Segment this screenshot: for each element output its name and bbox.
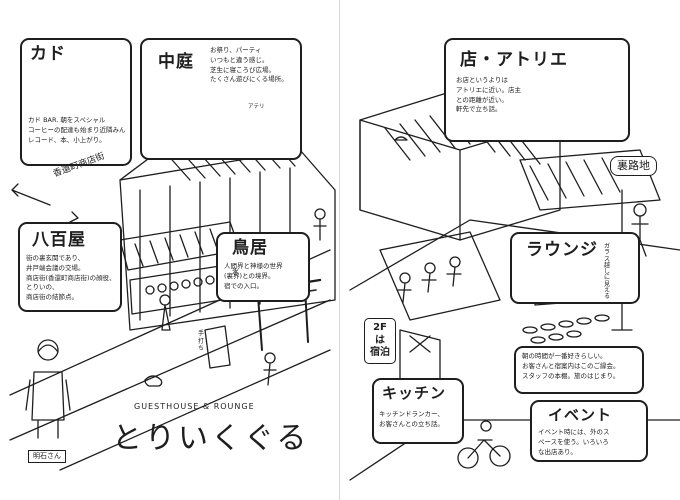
shop-banner-2: 氷 (232, 268, 239, 276)
lounge-box: ラウンジ (510, 232, 640, 304)
page-gutter (339, 0, 340, 500)
small-sign: アテリ (248, 104, 265, 110)
yaoya-box: 八百屋 街の裏玄関であり、 井戸端会議の交場。 商店街(香還町商店街)の顔役、 … (18, 222, 122, 312)
lounge-courtyard (379, 231, 501, 321)
lounge-side-note: ガラス越しに見える (604, 243, 611, 301)
brand-en: GUESTHOUSE & ROUNGE (134, 402, 255, 411)
yaoya-body: 街の裏玄関であり、 井戸端会議の交場。 商店街(香還町商店街)の顔役、 とりいの… (26, 254, 116, 301)
kitchen-box: キッチン キッチンドランカー、 お客さんとの立ち話。 (372, 378, 464, 444)
shukuhaku-label: 2F は 宿泊 (364, 318, 396, 364)
kitchen-body: キッチンドランカー、 お客さんとの立ち話。 (379, 410, 444, 428)
event-body: イベント時には、外のス ペースを使う。いろいろ な出店あり。 (538, 428, 610, 456)
shop-banner-1: 手打ち (198, 330, 205, 352)
akashi-figure (25, 339, 71, 439)
akashi-name: 明石さん (28, 450, 66, 463)
nakaniwa-box: 中庭 お祭り、パーティ いつもと違う感じ。 芝生に寝ころび広場。 たくさん遊びに… (140, 38, 302, 160)
roji-label: 裏路地 (610, 156, 657, 176)
atelier-body: お店というよりは アトリエに近い。店主 との距離が近い。 軒先で立ち話。 (456, 76, 521, 114)
kitchen-title: キッチン (382, 384, 447, 402)
event-title: イベント (548, 406, 613, 424)
lounge-title: ラウンジ (526, 240, 598, 260)
torii-body: 人間界と神様の世界 (裏界)との境界。 宿での入口。 (224, 262, 283, 290)
lounge-text-box: 朝の時間が一番好きらしい。 お客さんと宿案内はこのご縁会。 スタッフの本棚。旅の… (514, 346, 644, 394)
nakaniwa-body: お祭り、パーティ いつもと違う感じ。 芝生に寝ころび広場。 たくさん遊びにくる場… (210, 46, 288, 84)
kado-title: カド (30, 44, 66, 64)
kado-body: カド BAR. 朝をスペシャル コーヒーの配達も始まり近隣みん レコード、本、小… (28, 116, 126, 144)
kado-box: カド カド BAR. 朝をスペシャル コーヒーの配達も始まり近隣みん レコード、… (20, 38, 132, 166)
torii-box: 鳥居 人間界と神様の世界 (裏界)との境界。 宿での入口。 (216, 232, 310, 302)
atelier-box: 店・アトリエ お店というよりは アトリエに近い。店主 との距離が近い。 軒先で立… (444, 38, 630, 142)
lounge-body: 朝の時間が一番好きらしい。 お客さんと宿案内はこのご縁会。 スタッフの本棚。旅の… (522, 352, 620, 380)
brand-jp: とりいくぐる (112, 421, 310, 456)
event-box: イベント イベント時には、外のス ペースを使う。いろいろ な出店あり。 (530, 400, 648, 462)
torii-title: 鳥居 (232, 238, 268, 258)
nakaniwa-title: 中庭 (158, 52, 194, 72)
atelier-title: 店・アトリエ (460, 50, 568, 70)
yaoya-title: 八百屋 (32, 230, 86, 250)
